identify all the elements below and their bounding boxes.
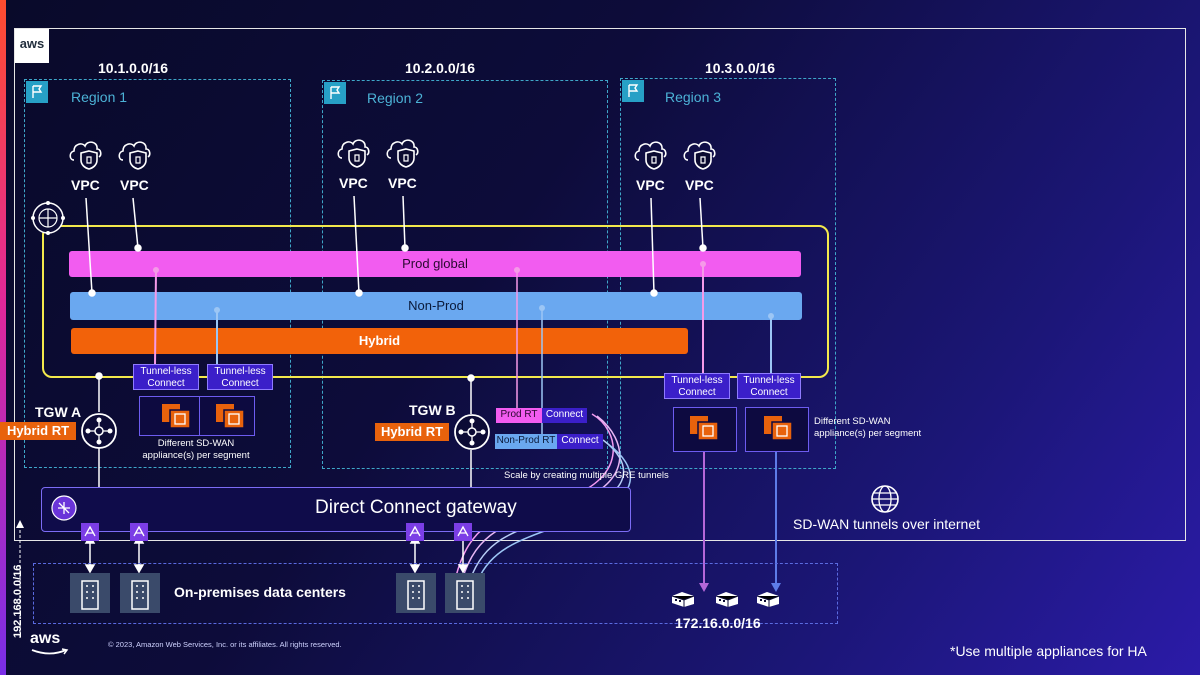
vpc-cloud-shield-icon — [118, 141, 151, 170]
nonprod-rt-tag: Non-Prod RT — [495, 434, 557, 449]
prod-rt-tag: Prod RT — [496, 408, 542, 423]
accent-bar — [0, 0, 6, 675]
sdwan-internet-label: SD-WAN tunnels over internet — [793, 516, 980, 532]
region-3-label: Region 3 — [665, 89, 722, 105]
datacenter-building-icon — [396, 573, 436, 613]
ha-note: *Use multiple appliances for HA — [950, 643, 1147, 659]
sdwan-appliance-box — [745, 407, 809, 452]
aws-cloud-boundary — [14, 28, 1186, 541]
branch-office-icon — [671, 592, 695, 607]
segment-non-prod: Non-Prod — [70, 292, 802, 320]
tunnel-less-connect-badge: Tunnel-less Connect — [133, 364, 199, 390]
tgw-b-hybrid-rt: Hybrid RT — [375, 423, 449, 441]
aws-logo: aws — [15, 29, 49, 63]
sdwan-appliance-box — [673, 407, 737, 452]
gre-note: Scale by creating multiple GRE tunnels — [504, 470, 669, 481]
nonprod-connect-tag: Connect — [557, 434, 603, 449]
segment-prod-global: Prod global — [69, 251, 801, 277]
onprem-boundary — [33, 563, 838, 624]
copyright: © 2023, Amazon Web Services, Inc. or its… — [108, 640, 342, 649]
prod-connect-tag: Connect — [542, 408, 587, 423]
segment-hybrid-label: Hybrid — [358, 333, 401, 348]
appliance-note: Different SD-WAN appliance(s) per segmen… — [814, 416, 922, 439]
tgw-a-label: TGW A — [35, 404, 82, 420]
region-2-cidr: 10.2.0.0/16 — [405, 60, 476, 76]
tunnel-less-connect-badge: Tunnel-less Connect — [737, 373, 801, 399]
core-network-boundary — [42, 225, 829, 378]
datacenter-building-icon — [120, 573, 160, 613]
vpc-cloud-shield-icon — [634, 141, 667, 170]
transit-gateway-icon — [81, 413, 117, 449]
tgw-a-hybrid-rt: Hybrid RT — [0, 422, 76, 440]
region-flag-icon — [622, 80, 644, 102]
tunnel-less-connect-badge: Tunnel-less Connect — [207, 364, 273, 390]
ec2-instance-icon — [764, 416, 793, 441]
direct-connect-icon — [406, 523, 424, 541]
branch-office-icon — [756, 592, 780, 607]
region-3-cidr: 10.3.0.0/16 — [705, 60, 776, 76]
vpc-label: VPC — [339, 175, 368, 191]
vpc-label: VPC — [120, 177, 149, 193]
vpc-cloud-shield-icon — [69, 141, 102, 170]
dcg-label: Direct Connect gateway — [315, 497, 517, 518]
onprem-label: On-premises data centers — [174, 584, 346, 600]
appliance-note: Different SD-WAN appliance(s) per segmen… — [142, 438, 250, 461]
tunnel-less-connect-badge: Tunnel-less Connect — [664, 373, 730, 399]
transit-gateway-icon — [454, 414, 490, 450]
branch-office-icon — [715, 592, 739, 607]
prod-rt-label: Prod RT — [500, 409, 538, 420]
internet-globe-icon — [871, 485, 899, 513]
segment-nonprod-label: Non-Prod — [408, 298, 464, 313]
tgw-b-label: TGW B — [409, 402, 456, 418]
nonprod-rt-label: Non-Prod RT — [496, 435, 556, 446]
vpc-cloud-shield-icon — [683, 141, 716, 170]
aws-logo-text: aws — [19, 36, 45, 51]
datacenter-building-icon — [70, 573, 110, 613]
datacenter-building-icon — [445, 573, 485, 613]
ec2-instance-icon — [690, 416, 719, 441]
segment-hybrid: Hybrid — [71, 328, 688, 354]
region-1-label: Region 1 — [71, 89, 128, 105]
branch-cidr: 172.16.0.0/16 — [675, 615, 761, 631]
region-1-cidr: 10.1.0.0/16 — [98, 60, 169, 76]
footer-aws-logo: aws — [30, 630, 69, 655]
globe-icon — [31, 201, 65, 235]
direct-connect-gateway-icon — [51, 495, 77, 521]
vpc-label: VPC — [388, 175, 417, 191]
ec2-instance-icon — [162, 404, 191, 429]
onprem-cidr: 192.168.0.0/16 — [12, 564, 24, 638]
footer-aws-logo-text: aws — [30, 630, 61, 647]
ec2-instance-icon — [216, 404, 245, 429]
direct-connect-icon — [81, 523, 99, 541]
vpc-cloud-shield-icon — [337, 139, 370, 168]
vpc-cloud-shield-icon — [386, 139, 419, 168]
vpc-label: VPC — [71, 177, 100, 193]
direct-connect-icon — [130, 523, 148, 541]
region-flag-icon — [324, 82, 346, 104]
region-flag-icon — [26, 81, 48, 103]
segment-prod-label: Prod global — [402, 256, 468, 271]
connect-label: Connect — [561, 435, 599, 446]
region-2-label: Region 2 — [367, 90, 424, 106]
connect-label: Connect — [545, 409, 584, 420]
direct-connect-icon — [454, 523, 472, 541]
vpc-label: VPC — [636, 177, 665, 193]
vpc-label: VPC — [685, 177, 714, 193]
